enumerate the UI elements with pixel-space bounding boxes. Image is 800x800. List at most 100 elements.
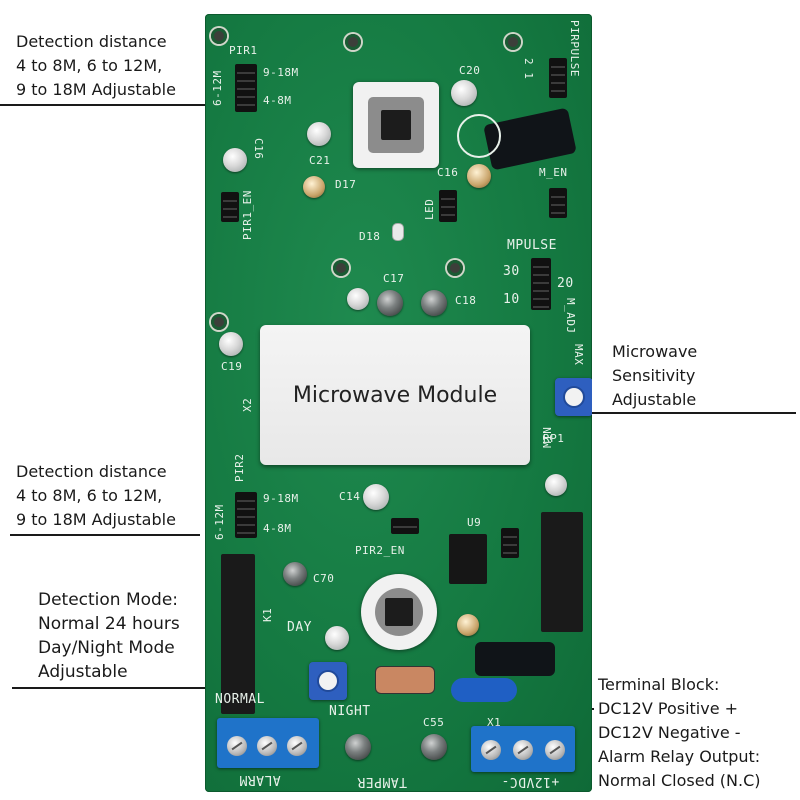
callout-microwave-sensitivity: Microwave Sensitivity Adjustable <box>612 340 697 412</box>
relay-k1 <box>221 554 255 714</box>
callout-line: Sensitivity <box>612 366 696 385</box>
capacitor-c15 <box>345 734 371 760</box>
detection-mode-selector[interactable] <box>309 662 347 700</box>
silk-c70: C70 <box>313 572 335 585</box>
leader-line-microwave <box>582 412 796 414</box>
leader-line-mode <box>12 687 325 689</box>
mount-pad <box>505 34 521 50</box>
pir2-jumper-header <box>235 492 257 538</box>
silk-mp30: 30 <box>503 264 520 279</box>
capacitor <box>347 288 369 310</box>
callout-line: Terminal Block: <box>598 675 720 694</box>
leader-line-pir2 <box>10 534 200 536</box>
silk-pir1-9-18m: 9-18M <box>263 66 299 79</box>
screw-terminal[interactable] <box>287 736 307 756</box>
capacitor-c16 <box>223 148 247 172</box>
capacitor-c21 <box>307 122 331 146</box>
callout-line: Day/Night Mode <box>38 638 175 658</box>
screw-terminal[interactable] <box>257 736 277 756</box>
callout-line: Normal 24 hours <box>38 614 180 634</box>
power-terminal-block[interactable] <box>471 726 575 772</box>
capacitor-c14 <box>363 484 389 510</box>
silk-pir1-4-8m: 4-8M <box>263 94 292 107</box>
screw-terminal[interactable] <box>545 740 565 760</box>
silk-pir-pulse: PIRPULSE <box>568 20 581 77</box>
capacitor-c19 <box>219 332 243 356</box>
callout-line: 4 to 8M, 6 to 12M, <box>16 486 163 505</box>
silk-alarm: ALARM <box>239 772 281 787</box>
callout-line: DC12V Negative - <box>598 723 741 742</box>
pirpulse-jumper-header <box>549 58 567 98</box>
capacitor <box>467 164 491 188</box>
capacitor-c18 <box>421 290 447 316</box>
silk-c18: C18 <box>455 294 477 307</box>
capacitor-c70 <box>283 562 307 586</box>
silk-x2: X2 <box>241 397 254 412</box>
silk-d18: D18 <box>359 230 381 243</box>
silk-pir2-6-12m: 6-12M <box>213 504 226 540</box>
microwave-sensitivity-potentiometer[interactable] <box>555 378 592 416</box>
capacitor <box>545 474 567 496</box>
silk-pir1: PIR1 <box>229 44 258 57</box>
silk-m-en: M_EN <box>539 166 568 179</box>
silk-c55: C55 <box>423 716 445 729</box>
light-sensor <box>375 666 435 694</box>
silk-m-adj: M_ADJ <box>564 298 577 334</box>
pir1-en-jumper <box>221 192 239 222</box>
silk-c16-b: C16 <box>437 166 459 179</box>
alarm-terminal-block[interactable] <box>217 718 319 768</box>
silk-tamper: TAMPER <box>357 774 407 789</box>
silk-c21: C21 <box>309 154 331 167</box>
callout-line: 9 to 18M Adjustable <box>16 510 176 529</box>
microwave-module-label: Microwave Module <box>292 382 498 408</box>
callout-line: Adjustable <box>38 662 128 682</box>
callout-line: Adjustable <box>612 390 697 409</box>
silk-power: +12VDC- <box>501 774 560 789</box>
pulse2-jumper <box>501 528 519 558</box>
callout-line: Detection distance <box>16 462 167 481</box>
screw-terminal[interactable] <box>481 740 501 760</box>
capacitor-c20 <box>451 80 477 106</box>
silk-d17: D17 <box>335 178 357 191</box>
callout-line: Normal Closed (N.C) <box>598 771 761 790</box>
silk-k1: K1 <box>261 607 274 622</box>
mpulse-jumper-header <box>531 258 551 310</box>
silk-rp1: RP1 <box>543 432 565 445</box>
silk-pir2-en: PIR2_EN <box>355 544 405 557</box>
led-jumper <box>439 190 457 222</box>
mount-pad <box>333 260 349 276</box>
silk-x1: X1 <box>487 716 502 729</box>
silk-led: LED <box>423 198 436 220</box>
silk-max: MAX <box>572 344 585 366</box>
silk-pulse-21: 2 1 <box>522 58 535 80</box>
silk-pir2-4-8m: 4-8M <box>263 522 292 535</box>
capacitor <box>325 626 349 650</box>
silk-c17: C17 <box>383 272 405 285</box>
indicator-led <box>393 224 403 240</box>
silk-pir2-9-18m: 9-18M <box>263 492 299 505</box>
ic-u9 <box>449 534 487 584</box>
callout-line: Detection Mode: <box>38 590 179 610</box>
screw-terminal[interactable] <box>227 736 247 756</box>
silk-pir1-en: PIR1_EN <box>241 190 254 240</box>
screw-terminal[interactable] <box>513 740 533 760</box>
mount-pad <box>345 34 361 50</box>
pir2-en-jumper <box>391 518 419 534</box>
callout-pir1-distance: Detection distance 4 to 8M, 6 to 12M, 9 … <box>16 30 176 102</box>
silk-u9: U9 <box>467 516 482 529</box>
relay <box>541 512 583 632</box>
pir1-sensor <box>353 82 439 168</box>
pir1-jumper-header <box>235 64 257 112</box>
callout-line: Microwave <box>612 342 698 361</box>
mount-pad <box>211 314 227 330</box>
capacitor-c17 <box>377 290 403 316</box>
silk-c19: C19 <box>221 360 243 373</box>
mount-pad <box>447 260 463 276</box>
component-outline <box>457 114 501 158</box>
electrolytic-capacitor <box>475 642 555 676</box>
capacitor <box>303 176 325 198</box>
mount-pad <box>211 28 227 44</box>
leader-line-pir1 <box>0 104 208 106</box>
silk-normal: NORMAL <box>215 692 265 707</box>
capacitor-c55 <box>421 734 447 760</box>
